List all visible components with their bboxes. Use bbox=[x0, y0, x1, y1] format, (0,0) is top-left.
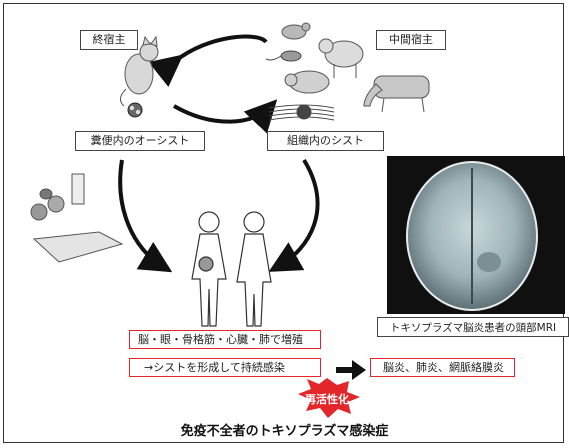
arrow-cyst-to-human bbox=[268, 158, 320, 272]
diagram-frame: 終宿主 中間宿主 糞便内のオーシスト 組織内のシスト トキソプラズマ脳炎患者の頭… bbox=[3, 3, 569, 443]
mouse-icon bbox=[265, 50, 302, 62]
bird-icon bbox=[281, 22, 311, 40]
persistent-infection-box: →シストを形成して持続感染 bbox=[129, 358, 321, 377]
intermediate-host-label: 中間宿主 bbox=[376, 30, 446, 50]
oocyst-label: 糞便内のオーシスト bbox=[75, 131, 205, 151]
cycle-arrow-top bbox=[148, 34, 268, 87]
diagram-graphics bbox=[30, 22, 565, 418]
tissue-cyst-label: 組織内のシスト bbox=[267, 131, 384, 151]
cow-icon bbox=[363, 75, 430, 113]
diagram-title: 免疫不全者のトキソプラズマ感染症 bbox=[180, 424, 389, 439]
oocyst-icon bbox=[127, 102, 143, 118]
cat-icon bbox=[120, 35, 159, 107]
brain-mri-image bbox=[387, 156, 565, 314]
food-icon bbox=[30, 173, 124, 263]
arrow-to-diseases bbox=[336, 360, 366, 380]
human-figure-icon bbox=[191, 211, 272, 327]
reactivation-label: 再活性化 bbox=[305, 393, 349, 406]
definitive-host-label: 終宿主 bbox=[80, 30, 138, 50]
pig-icon bbox=[284, 70, 330, 94]
sheep-icon bbox=[318, 38, 364, 78]
cyst-icon bbox=[268, 104, 335, 121]
mri-caption: トキソプラズマ脳炎患者の頭部MRI bbox=[377, 317, 569, 337]
proliferation-box: 脳・眼・骨格筋・心臓・肺で増殖 bbox=[129, 330, 321, 349]
reactivation-burst-icon bbox=[298, 378, 360, 418]
diseases-box: 脳炎、肺炎、網脈絡膜炎 bbox=[370, 358, 515, 377]
cycle-arrow-bottom bbox=[173, 99, 278, 134]
arrow-oocyst-to-human bbox=[118, 159, 173, 273]
